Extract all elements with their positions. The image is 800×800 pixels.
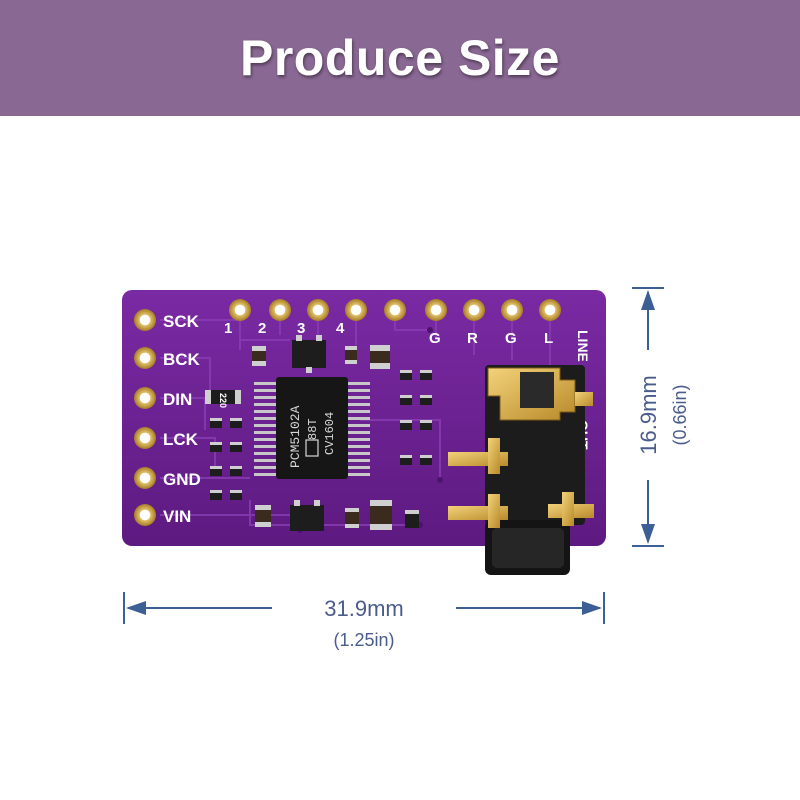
width-dimension: 31.9mm (1.25in)	[123, 592, 605, 650]
top-label-g2: G	[505, 330, 517, 347]
chip-marking-3: CV1604	[323, 412, 337, 455]
top-label-r: R	[467, 330, 478, 347]
pin-label-bck: BCK	[163, 350, 201, 369]
pin-label-din: DIN	[163, 390, 192, 409]
height-dimension: 16.9mm (0.66in)	[632, 287, 690, 547]
height-imperial-label: (0.66in)	[670, 384, 690, 445]
pin-label-sck: SCK	[163, 312, 200, 331]
resistor-code-label: 220	[218, 393, 228, 408]
top-label-g1: G	[429, 330, 441, 347]
top-label-l: L	[544, 330, 553, 347]
pcm5102a-chip: PCM5102A 88T CV1604	[254, 377, 370, 479]
left-header-pads	[134, 309, 156, 526]
chip-marking-2: 88T	[306, 418, 320, 440]
height-metric-label: 16.9mm	[636, 375, 661, 454]
smd-components: 220	[205, 335, 432, 531]
title-banner: Produce Size	[0, 0, 800, 116]
chip-marking-1: PCM5102A	[288, 405, 303, 468]
width-imperial-label: (1.25in)	[333, 630, 394, 650]
pin-label-lck: LCK	[163, 430, 199, 449]
banner-title: Produce Size	[240, 30, 560, 86]
top-label-4: 4	[336, 320, 345, 337]
top-letter-labels: G R G L	[429, 330, 553, 347]
top-label-1: 1	[224, 320, 232, 337]
top-label-2: 2	[258, 320, 266, 337]
top-label-3: 3	[297, 320, 305, 337]
top-header-pads	[229, 299, 561, 321]
width-metric-label: 31.9mm	[324, 596, 403, 621]
line-label: LINE	[575, 330, 591, 362]
left-pin-labels: SCK BCK DIN LCK GND VIN	[163, 312, 201, 526]
audio-jack	[448, 365, 594, 575]
top-number-labels: 1 2 3 4	[224, 320, 345, 337]
pin-label-vin: VIN	[163, 507, 191, 526]
pin-label-gnd: GND	[163, 470, 201, 489]
